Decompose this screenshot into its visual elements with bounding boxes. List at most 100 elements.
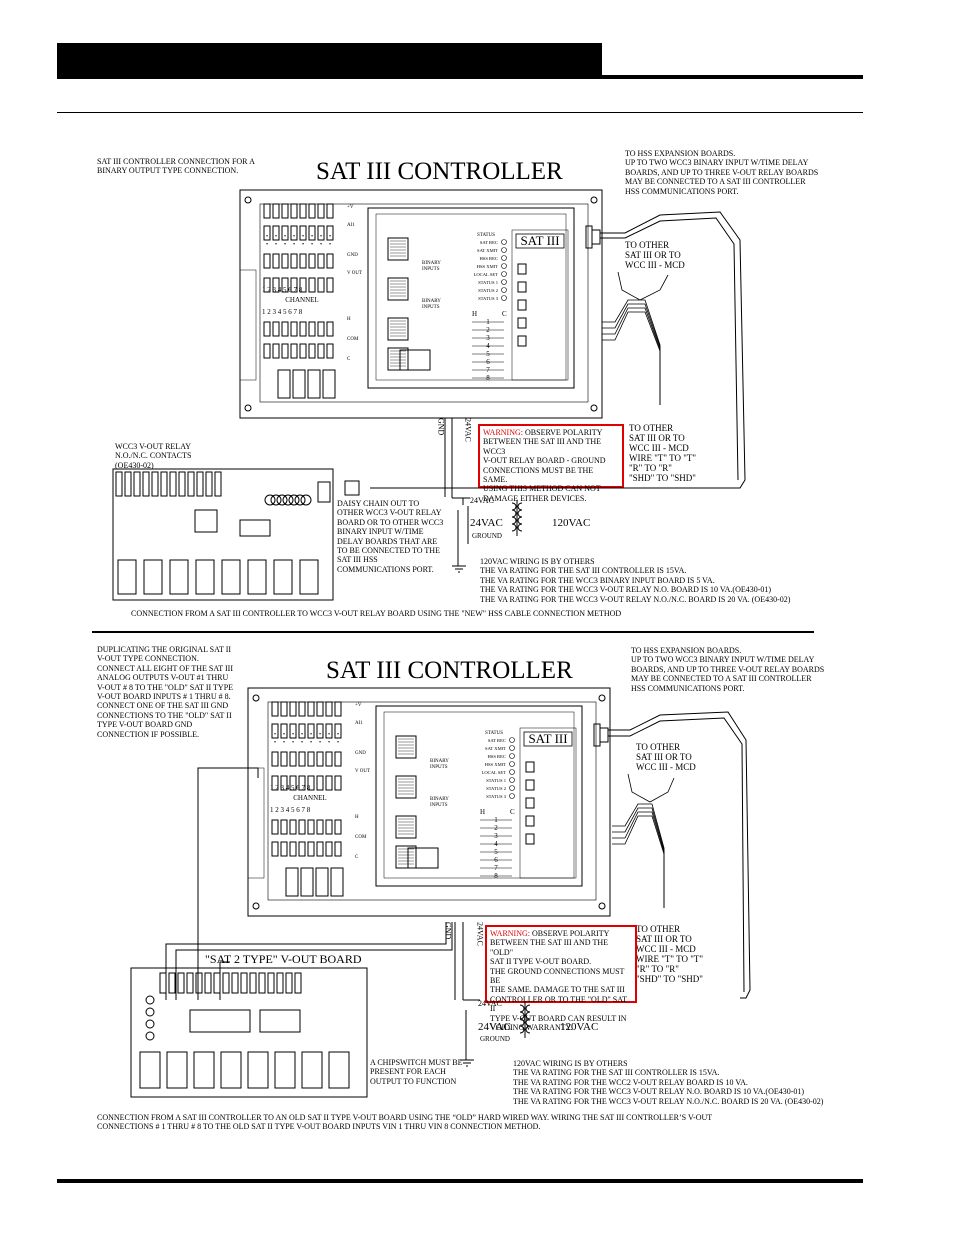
- s2-side-label: GND: [355, 751, 366, 756]
- s2-terminal: [325, 775, 333, 791]
- s2-terminal: [280, 841, 288, 857]
- s2-status-header: STATUS: [485, 731, 503, 736]
- s2-status-label: SAT XMIT: [485, 746, 506, 751]
- s1-relay-terminal: [124, 471, 132, 497]
- s2-left-strip: [247, 767, 265, 879]
- s2-logo-box: [523, 731, 573, 747]
- s1-terminal: [263, 321, 271, 337]
- s1-24vac-xfmr: 24VAC: [470, 517, 503, 529]
- s1-dip-switch: [387, 237, 409, 261]
- s1-comm-wire: [602, 311, 661, 405]
- s1-coil-right: [517, 516, 523, 525]
- s2-status-led: [509, 785, 515, 791]
- s2-coil-right: [525, 1011, 531, 1020]
- s1-hss-cable: [370, 211, 746, 489]
- s1-relay: [221, 559, 241, 595]
- s1-terminal: [281, 225, 289, 241]
- s2-terminal: [289, 701, 297, 717]
- s2-h-label: H: [480, 808, 485, 816]
- s1-terminal: [326, 277, 334, 293]
- s2-old-terminal: [267, 972, 275, 994]
- s2-hc-number: 8: [494, 872, 498, 880]
- s1-status-label: STATUS 1: [478, 280, 499, 285]
- s1-coil-right: [517, 509, 523, 518]
- s2-terminal: [307, 723, 315, 739]
- s1-hc-number: 1: [486, 318, 490, 326]
- s1-side-label: V OUT: [347, 271, 362, 276]
- s1-relay-terminal: [214, 471, 222, 497]
- s2-binary-inputs-2b: INPUTS: [430, 803, 448, 808]
- s1-terminal: [272, 321, 280, 337]
- s2-analog-panel: [519, 727, 577, 879]
- s1-hc-number: 6: [486, 358, 490, 366]
- s2-status-label: STATUS 1: [486, 778, 507, 783]
- s1-warning-text: OBSERVE POLARITY BETWEEN THE SAT III AND…: [483, 428, 606, 503]
- s1-jumper: [517, 317, 527, 329]
- s1-warning-label: WARNING:: [483, 428, 523, 437]
- s1-terminal: [317, 343, 325, 359]
- s2-status-led: [509, 753, 515, 759]
- s1-relay: [169, 559, 189, 595]
- s2-terminal: [316, 751, 324, 767]
- s1-mount-hole: [244, 404, 252, 412]
- s2-status-led: [509, 737, 515, 743]
- s1-relay-terminal: [133, 471, 141, 497]
- s1-jumper: [517, 335, 527, 347]
- s1-ground: GROUND: [472, 532, 502, 540]
- s1-coil-right: [517, 502, 523, 511]
- s2-old-chip-row: [189, 1009, 251, 1033]
- header-bar: [57, 43, 602, 77]
- s1-status-led: [501, 247, 507, 253]
- s2-channel-numbers-bottom: 1 2 3 4 5 6 7 8: [270, 806, 311, 814]
- s2-pin-dot: •: [292, 740, 294, 746]
- s2-terminal: [316, 775, 324, 791]
- s1-jumper: [517, 263, 527, 275]
- s2-terminal: [316, 841, 324, 857]
- s1-terminal: [290, 321, 298, 337]
- s2-binary-inputs-1: BINARY: [430, 759, 449, 764]
- s2-status-label: STATUS 3: [486, 794, 507, 799]
- s2-terminal: [334, 775, 342, 791]
- s2-old-terminal: [168, 972, 176, 994]
- s1-channel-numbers-top: 1 2 3 4 5 6 7 8: [262, 286, 303, 294]
- s2-hc-number: 4: [494, 840, 498, 848]
- s2-side-label: COM: [355, 835, 367, 840]
- s2-mount-hole: [252, 902, 260, 910]
- s2-old-capacitor: [145, 1019, 155, 1029]
- s2-coil-right: [525, 1018, 531, 1027]
- s1-dip-switch: [387, 317, 409, 341]
- s2-old-terminal: [240, 972, 248, 994]
- s1-pin-dot: •: [275, 242, 277, 248]
- s1-va-ratings: 120VAC WIRING IS BY OTHERS THE VA RATING…: [480, 557, 791, 604]
- s1-mount-hole: [244, 196, 252, 204]
- s2-dip-switch: [395, 735, 417, 759]
- s1-status-led: [501, 287, 507, 293]
- s1-status-header: STATUS: [477, 233, 495, 238]
- s2-status-led: [509, 745, 515, 751]
- s2-old-board-outline: [130, 967, 368, 1098]
- s1-status-label: SAT XMIT: [477, 248, 498, 253]
- s1-capacitor: [264, 494, 276, 506]
- s1-capacitor: [300, 494, 312, 506]
- s2-warning-text: OBSERVE POLARITY BETWEEN THE SAT III AND…: [490, 929, 627, 1033]
- s1-coil-left: [511, 516, 517, 525]
- s1-hss-cable-2: [600, 217, 739, 481]
- s2-hss-cable-2: [608, 717, 745, 993]
- s1-status-label: STATUS 3: [478, 296, 499, 301]
- s2-pin-dot: •: [274, 740, 276, 746]
- s1-daisy-connector: [344, 480, 360, 496]
- s1-display: [399, 349, 431, 371]
- s2-side-label: +V: [355, 703, 362, 708]
- s2-terminal: [307, 751, 315, 767]
- s2-binary-inputs-1b: INPUTS: [430, 765, 448, 770]
- s1-side-label: H: [347, 317, 351, 322]
- s2-terminal: [307, 775, 315, 791]
- s2-caption: CONNECTION FROM A SAT III CONTROLLER TO …: [97, 1113, 713, 1132]
- s2-binary-inputs-2: BINARY: [430, 797, 449, 802]
- s2-warning-box: WARNING: OBSERVE POLARITY BETWEEN THE SA…: [485, 925, 637, 1032]
- s1-terminal: [263, 343, 271, 359]
- s1-jumper: [517, 281, 527, 293]
- s1-to-other-mcd: TO OTHER SAT III OR TO WCC III - MCD: [625, 240, 685, 270]
- s2-jumper: [525, 761, 535, 773]
